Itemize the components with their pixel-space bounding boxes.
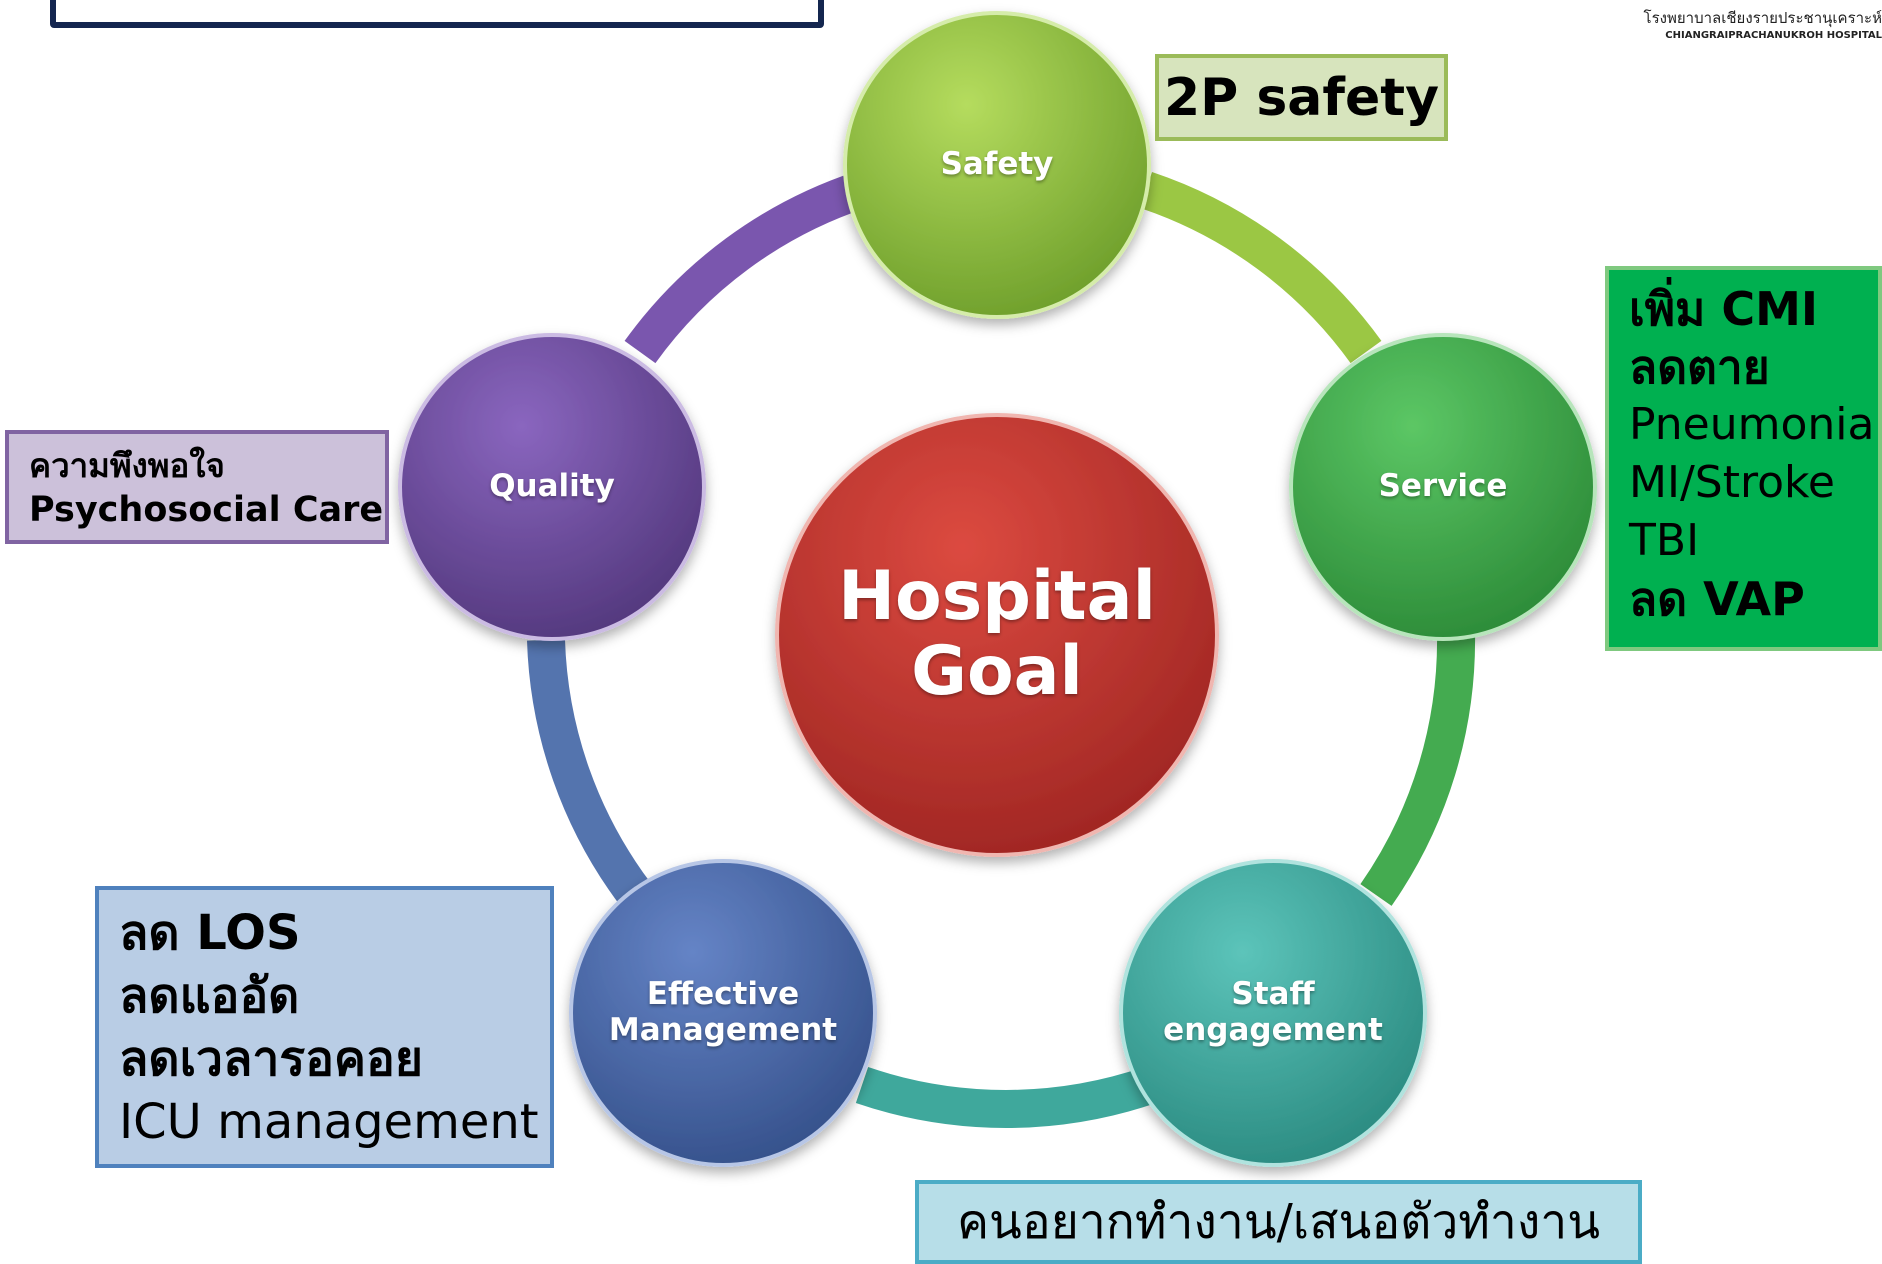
quality-label: Quality (489, 468, 615, 505)
safety-node (843, 11, 1151, 319)
service-node (1289, 333, 1597, 641)
service-line-4: MI/Stroke (1629, 457, 1835, 508)
effective-label-line-2: Management (608, 1012, 838, 1048)
safety-label: Safety (940, 146, 1054, 183)
effective-line-4: ICU management (119, 1094, 539, 1150)
staff-engagement-label: Staff engagement (1133, 970, 1413, 1056)
staff-callout-text: คนอยากทำงาน/เสนอตัวทำงาน (956, 1194, 1601, 1250)
service-line-5: TBI (1629, 515, 1700, 566)
quality-line-2: Psychosocial Care (29, 490, 384, 530)
center-label: Hospital Goal (777, 520, 1217, 750)
service-line-2: ลดตาย (1629, 340, 1770, 394)
effective-management-label: Effective Management (583, 970, 863, 1056)
arc-safety-service (1139, 171, 1382, 364)
hospital-goal-center (775, 413, 1219, 857)
safety-callout-text: 2P safety (1163, 67, 1440, 128)
center-line-2: Goal (911, 632, 1083, 711)
title-frame (50, 0, 824, 28)
effective-label-line-1: Effective (646, 976, 800, 1013)
staff-label-line-2: engagement (1163, 1012, 1383, 1048)
staff-callout: คนอยากทำงาน/เสนอตัวทำงาน (915, 1180, 1642, 1264)
effective-line-3: ลดเวลารอคอย (119, 1031, 423, 1087)
staff-label-line-1: Staff (1231, 976, 1315, 1013)
quality-node (398, 333, 706, 641)
service-callout: เพิ่ม CMI ลดตาย Pneumonia MI/Stroke TBI … (1605, 266, 1882, 651)
hospital-name-english: CHIANGRAIPRACHANUKROH HOSPITAL (1665, 30, 1882, 41)
service-line-3: Pneumonia (1629, 399, 1875, 450)
center-line-1: Hospital (838, 557, 1156, 637)
hospital-name-thai: โรงพยาบาลเชียงรายประชานุเคราะห์ (1643, 9, 1882, 27)
effective-management-node (569, 859, 877, 1167)
effective-callout: ลด LOS ลดแออัด ลดเวลารอคอย ICU managemen… (95, 886, 554, 1168)
arc-service-staff (1360, 631, 1476, 906)
quality-callout: ความพึงพอใจ Psychosocial Care (5, 430, 389, 544)
service-line-1: เพิ่ม CMI (1629, 282, 1819, 336)
effective-line-1: ลด LOS (119, 905, 301, 961)
effective-line-2: ลดแออัด (119, 968, 300, 1024)
arc-effective-quality (527, 639, 652, 907)
arc-staff-effective (855, 1066, 1157, 1128)
safety-callout: 2P safety (1155, 54, 1448, 141)
staff-engagement-node (1119, 859, 1427, 1167)
arc-quality-safety (624, 171, 867, 364)
service-line-6: ลด VAP (1629, 572, 1805, 626)
quality-line-1: ความพึงพอใจ (29, 446, 225, 485)
service-label: Service (1378, 468, 1508, 505)
